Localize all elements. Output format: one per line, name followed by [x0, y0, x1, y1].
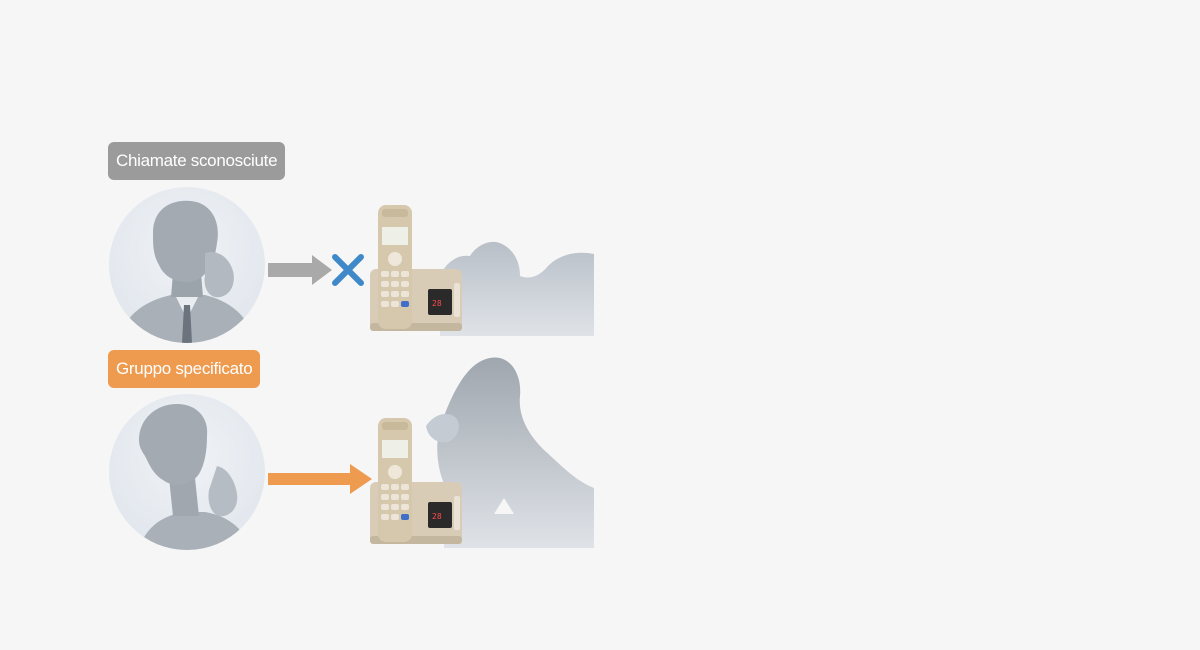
woman-silhouette-icon [139, 404, 251, 550]
svg-text:28: 28 [432, 299, 442, 308]
cordless-phone-icon: 28 [370, 205, 462, 331]
caller-avatar-man [109, 187, 265, 343]
unknown-calls-label: Chiamate sconosciute [108, 142, 286, 180]
specified-group-label: Gruppo specificato [108, 350, 261, 388]
x-mark-icon [332, 254, 364, 286]
woman-on-phone-silhouette-icon [426, 357, 594, 548]
sleeping-person-silhouette-icon [440, 241, 594, 336]
cordless-phone-icon-row2: 28 [370, 418, 462, 544]
man-silhouette-icon [119, 200, 255, 343]
caller-avatar-woman [109, 394, 265, 550]
arrow-icon-row1 [268, 255, 332, 285]
arrow-icon-row2 [268, 464, 372, 494]
svg-text:28: 28 [432, 512, 442, 521]
